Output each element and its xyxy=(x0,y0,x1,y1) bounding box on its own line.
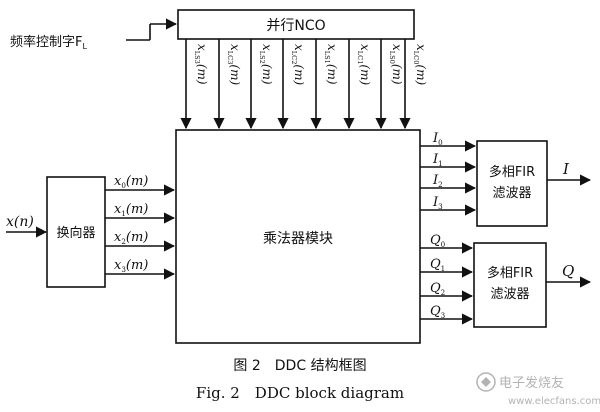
watermark: 电子发烧友 www.elecfans.com xyxy=(476,372,600,407)
output-q-label: Q xyxy=(562,262,574,280)
fir-q-block xyxy=(473,242,547,328)
watermark-logo-mark xyxy=(481,377,491,387)
caption-cn: 图 2 DDC 结构框图 xyxy=(233,358,366,374)
svg-text:xLC0(m): xLC0(m) xyxy=(412,44,428,85)
i-channel-label: I1 xyxy=(432,152,443,168)
q-channel-label: Q1 xyxy=(430,257,445,273)
fir-i-block xyxy=(476,140,548,227)
q-channel-label: Q3 xyxy=(430,304,446,320)
nco-output-label: xLS0(m) xyxy=(388,44,404,85)
nco-output-label: xLC0(m) xyxy=(412,44,428,85)
nco-output-label: xLS1(m) xyxy=(323,44,339,85)
nco-output-label: xLS3(m) xyxy=(193,44,209,85)
multiplier-label: 乘法器模块 xyxy=(263,231,333,247)
svg-text:xLS3(m): xLS3(m) xyxy=(193,44,209,85)
nco-output-labels: xLS3(m) xLC3(m) xLS2(m) xLC2(m) xLS1(m) xLC1(… xyxy=(193,44,428,85)
input-label: x(n) xyxy=(6,214,34,230)
fir-i-label-line1: 多相FIR xyxy=(489,164,535,180)
multiplier-block xyxy=(175,129,421,344)
fir-q-label-line2: 滤波器 xyxy=(490,287,529,302)
reverser-output-label: x2(m) xyxy=(114,230,148,246)
svg-text:xLS2(m): xLS2(m) xyxy=(258,44,274,85)
q-channel-label: Q0 xyxy=(430,233,446,249)
reverser-output-label: x3(m) xyxy=(114,258,148,274)
nco-output-label: xLC1(m) xyxy=(356,44,372,85)
watermark-url: www.elecfans.com xyxy=(508,396,600,407)
svg-text:xLC2(m): xLC2(m) xyxy=(290,44,306,85)
nco-output-label: xLC3(m) xyxy=(226,44,242,85)
reverser-output-labels: x0(m) x1(m) x2(m) x3(m) xyxy=(114,174,148,274)
nco-label: 并行NCO xyxy=(266,18,325,34)
i-channel-label: I0 xyxy=(432,131,443,147)
i-channel-label: I3 xyxy=(432,195,443,211)
reverser-label: 换向器 xyxy=(56,225,95,241)
nco-output-label: xLC2(m) xyxy=(290,44,306,85)
reverser-output-wires xyxy=(105,184,176,280)
nco-output-label: xLS2(m) xyxy=(258,44,274,85)
nco-output-wires xyxy=(180,39,411,130)
fir-q-label-line1: 多相FIR xyxy=(487,265,533,281)
output-i-label: I xyxy=(562,160,570,178)
q-channel-label: Q2 xyxy=(430,281,445,297)
svg-text:xLC3(m): xLC3(m) xyxy=(226,44,242,85)
i-channel-wires xyxy=(420,140,477,216)
svg-text:xLS1(m): xLS1(m) xyxy=(323,44,339,85)
i-channel-label: I2 xyxy=(432,173,443,189)
reverser-output-label: x0(m) xyxy=(114,174,148,190)
q-channel-wires xyxy=(420,242,474,325)
reverser-output-label: x1(m) xyxy=(114,202,148,218)
svg-text:xLC1(m): xLC1(m) xyxy=(356,44,372,85)
caption-en: Fig. 2 DDC block diagram xyxy=(196,384,404,402)
freq-control-label: 频率控制字FL xyxy=(10,34,87,51)
nco-block xyxy=(177,9,415,40)
svg-text:xLS0(m): xLS0(m) xyxy=(388,44,404,85)
watermark-logo-icon xyxy=(476,372,496,392)
fir-i-label-line2: 滤波器 xyxy=(492,186,531,201)
watermark-logo-text: 电子发烧友 xyxy=(499,375,564,391)
